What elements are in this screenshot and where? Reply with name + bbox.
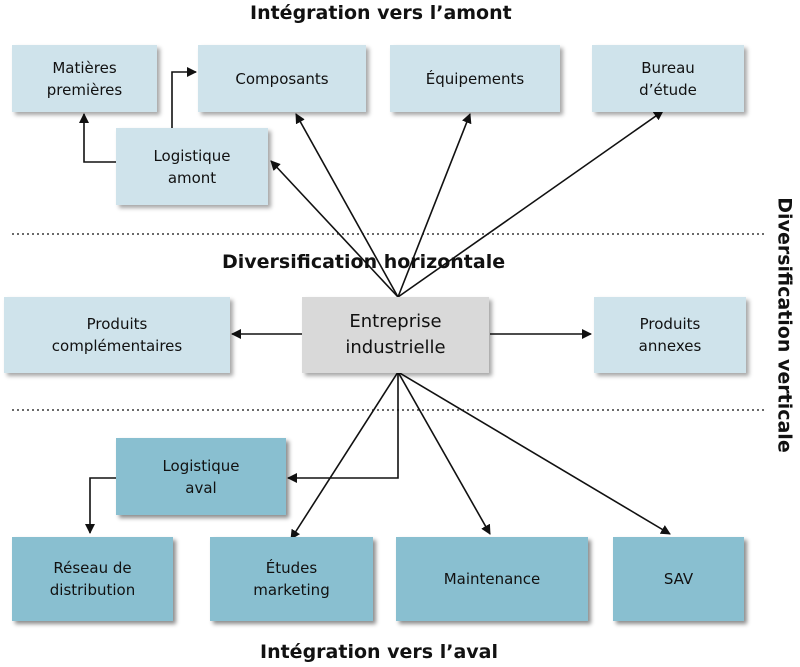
box-upstream-logistics: Logistique amont	[116, 128, 268, 205]
box-distribution-network-label: Réseau de distribution	[49, 559, 136, 599]
arrow-logistics-to-raw-materials	[79, 113, 116, 163]
box-maintenance-label: Maintenance	[443, 570, 541, 588]
heading-vertical-text: Diversification verticale	[774, 197, 796, 453]
box-components: Composants	[198, 45, 366, 112]
box-equipment: Équipements	[390, 45, 560, 112]
box-design-office-label: Bureau d’étude	[639, 58, 697, 99]
arrow-center-to-logistics-upstream	[270, 160, 399, 298]
heading-horizontal: Diversification horizontale	[222, 251, 506, 273]
arrow-center-to-design-office	[397, 110, 664, 298]
box-complementary-products-label: Produits complémentaires	[51, 315, 183, 355]
arrow-logistics-to-components	[171, 67, 197, 128]
arrow-center-to-logistics-downstream	[287, 372, 399, 483]
box-raw-materials: Matières premières	[12, 45, 157, 112]
arrow-center-to-maintenance	[397, 371, 491, 535]
heading-upstream: Intégration vers l’amont	[250, 2, 512, 24]
arrow-center-to-components	[295, 113, 399, 298]
box-related-products: Produits annexes	[594, 297, 746, 373]
box-components-label: Composants	[235, 69, 329, 88]
arrow-center-to-after-sales	[397, 371, 671, 535]
box-distribution-network: Réseau de distribution	[12, 537, 173, 621]
box-industrial-company: Entreprise industrielle	[302, 297, 489, 373]
box-marketing-studies-label: Études marketing	[253, 559, 330, 599]
arrow-center-to-marketing	[290, 371, 399, 540]
box-downstream-logistics-label: Logistique aval	[162, 456, 240, 497]
box-upstream-logistics-label: Logistique amont	[153, 146, 231, 187]
box-after-sales: SAV	[613, 537, 744, 621]
heading-downstream: Intégration vers l’aval	[260, 641, 498, 663]
box-after-sales-label: SAV	[663, 570, 694, 588]
box-industrial-company-label: Entreprise industrielle	[345, 311, 446, 358]
heading-vertical: Diversification verticale	[770, 175, 800, 475]
arrow-center-to-equipment	[397, 113, 472, 298]
box-maintenance: Maintenance	[396, 537, 588, 621]
arrow-logistics-to-distribution	[85, 477, 116, 534]
box-downstream-logistics: Logistique aval	[116, 438, 286, 515]
box-design-office: Bureau d’étude	[592, 45, 744, 112]
box-raw-materials-label: Matières premières	[46, 58, 123, 99]
box-related-products-label: Produits annexes	[638, 315, 702, 355]
box-marketing-studies: Études marketing	[210, 537, 373, 621]
box-equipment-label: Équipements	[425, 69, 525, 88]
box-complementary-products: Produits complémentaires	[4, 297, 230, 373]
